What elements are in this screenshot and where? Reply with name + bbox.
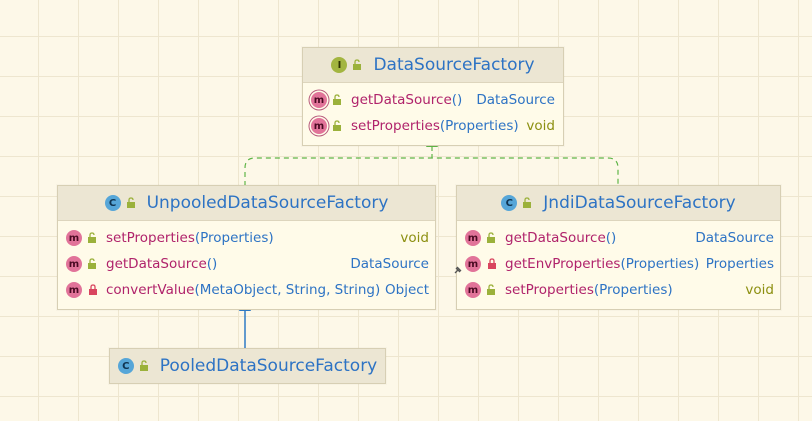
method-name: getDataSource: [505, 230, 606, 246]
return-type: void: [526, 118, 555, 134]
method-icon: m: [66, 230, 82, 246]
public-visibility-icon: [331, 119, 345, 133]
class-icon: C: [104, 195, 121, 211]
private-visibility-icon: [86, 283, 100, 297]
method-params: (): [605, 230, 617, 246]
method-icon: m: [465, 256, 481, 272]
method-row[interactable]: m getDataSource() DataSource: [58, 251, 435, 277]
class-card-jndidatasourcefactory[interactable]: C JndiDataSourceFactory m getDataSource(…: [454, 185, 781, 310]
method-row[interactable]: m getDataSource() DataSource: [457, 225, 780, 251]
interface-icon: I: [331, 57, 348, 73]
abstract-method-icon: m: [311, 92, 327, 108]
card-header: C PooledDataSourceFactory: [110, 349, 385, 383]
public-visibility-icon: [86, 257, 100, 271]
private-visibility-icon: [485, 257, 499, 271]
method-row[interactable]: m setProperties(Properties) void: [58, 225, 435, 251]
return-type: void: [745, 282, 774, 298]
method-name: getEnvProperties: [505, 256, 621, 272]
method-params: (): [206, 256, 218, 272]
return-type: Properties: [705, 256, 774, 272]
method-row[interactable]: m convertValue(MetaObject, String, Strin…: [58, 277, 435, 303]
method-params: (Properties): [439, 118, 519, 134]
return-type: DataSource: [476, 92, 555, 108]
card-header: I DataSourceFactory: [303, 48, 563, 83]
method-icon: m: [66, 256, 82, 272]
public-visibility-icon: [86, 231, 100, 245]
return-type: DataSource: [695, 230, 774, 246]
method-name: setProperties: [505, 282, 594, 298]
class-card-unpooleddatasourcefactory[interactable]: C UnpooledDataSourceFactory m setPropert…: [57, 185, 436, 310]
method-params: (Properties): [194, 230, 274, 246]
method-row[interactable]: m setProperties(Properties) void: [457, 277, 780, 303]
public-visibility-icon: [521, 196, 535, 210]
method-row[interactable]: m getEnvProperties(Properties) Propertie…: [454, 251, 780, 277]
implements-line: [244, 157, 619, 186]
method-name: setProperties: [351, 118, 440, 134]
class-icon: C: [501, 195, 518, 211]
method-row[interactable]: m getDataSource() DataSource: [303, 87, 563, 113]
return-type: void: [400, 230, 429, 246]
class-name: UnpooledDataSourceFactory: [146, 193, 389, 213]
method-name: getDataSource: [106, 256, 207, 272]
method-name: setProperties: [106, 230, 195, 246]
public-visibility-icon: [331, 93, 345, 107]
class-name: DataSourceFactory: [373, 55, 535, 75]
class-name: PooledDataSourceFactory: [159, 356, 378, 376]
abstract-method-icon: m: [311, 118, 327, 134]
method-params: (Properties): [620, 256, 700, 272]
method-params: (Properties): [593, 282, 673, 298]
card-header: C UnpooledDataSourceFactory: [58, 186, 435, 221]
method-icon: m: [465, 230, 481, 246]
public-visibility-icon: [138, 359, 152, 373]
interface-card-datasourcefactory[interactable]: I DataSourceFactory m getDataSource() Da…: [302, 47, 564, 146]
return-type: DataSource: [350, 256, 429, 272]
method-params: (): [451, 92, 463, 108]
class-card-pooleddatasourcefactory[interactable]: C PooledDataSourceFactory: [109, 348, 386, 384]
card-header: C JndiDataSourceFactory: [457, 186, 780, 221]
static-pin-icon: [454, 266, 462, 274]
public-visibility-icon: [485, 231, 499, 245]
method-icon: m: [465, 282, 481, 298]
public-visibility-icon: [125, 196, 139, 210]
class-icon: C: [117, 358, 134, 374]
method-params: (MetaObject, String, String): [194, 282, 381, 298]
public-visibility-icon: [485, 283, 499, 297]
class-name: JndiDataSourceFactory: [543, 193, 736, 213]
method-name: getDataSource: [351, 92, 452, 108]
method-row[interactable]: m setProperties(Properties) void: [303, 113, 563, 139]
method-icon: m: [66, 282, 82, 298]
public-visibility-icon: [351, 58, 365, 72]
return-type: Object: [385, 282, 429, 298]
method-name: convertValue: [106, 282, 195, 298]
